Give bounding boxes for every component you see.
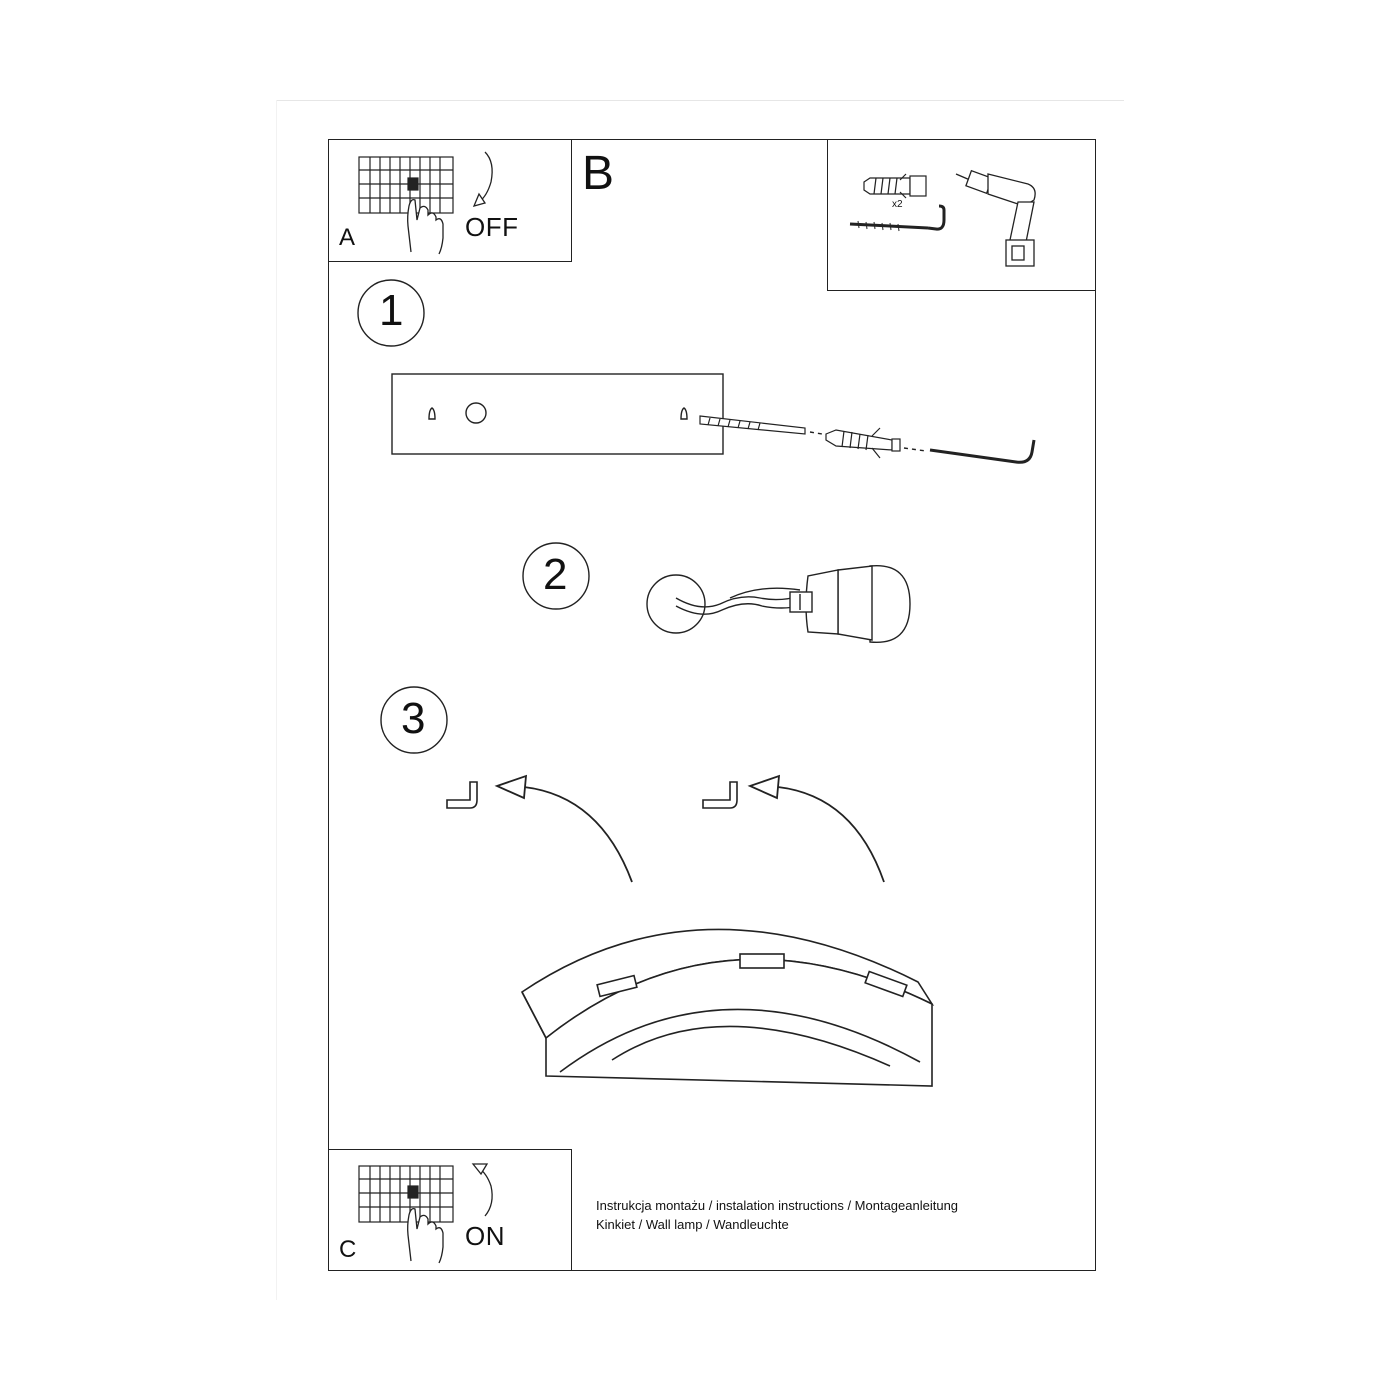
curved-arrow-icon: [747, 774, 885, 883]
panel-a-letter: A: [339, 224, 356, 251]
hook-screw-icon: [849, 204, 946, 232]
panel-a-power-off: A OFF: [328, 139, 572, 262]
wall-plug-icon: [863, 173, 927, 199]
mounting-plate-icon: [391, 373, 724, 455]
panel-c-power-on: C ON: [328, 1149, 572, 1271]
wire-circle-icon: [646, 574, 801, 634]
hook-icon: [446, 781, 478, 809]
tools-illustration: [849, 169, 1036, 267]
panel-b-letter: B: [582, 147, 615, 200]
panel-c-letter: C: [339, 1236, 357, 1263]
breaker-off-illustration: [358, 151, 493, 255]
step-2-marker: [522, 542, 590, 610]
circuit-breaker-icon: [358, 1165, 454, 1223]
lamp-socket-icon: [789, 564, 911, 644]
step-2-number: 2: [543, 550, 568, 599]
power-on-label: ON: [465, 1221, 505, 1251]
curved-arrow-icon: [494, 774, 633, 883]
tools-panel: x2: [827, 139, 1096, 291]
wall-lamp-shade-icon: [520, 928, 935, 1087]
step-1-number: 1: [379, 286, 404, 335]
sheet-left-edge: [276, 100, 277, 1300]
power-off-label: OFF: [465, 212, 519, 242]
circuit-breaker-icon: [358, 156, 454, 214]
sheet-top-edge: [276, 100, 1124, 101]
power-drill-icon: [955, 169, 1036, 267]
hand-icon: [407, 198, 444, 255]
hook-screw-icon: [929, 439, 1036, 464]
hook-icon: [702, 781, 738, 809]
instruction-frame: [328, 139, 1096, 1271]
curved-arrow-up-icon: [471, 1163, 493, 1217]
step-3-marker: [380, 686, 448, 754]
wall-plug-icon: [825, 427, 901, 459]
step-3-number: 3: [401, 694, 426, 743]
screw-icon: [699, 415, 806, 435]
breaker-on-illustration: [358, 1163, 493, 1264]
footer-product-name: Kinkiet / Wall lamp / Wandleuchte: [596, 1217, 789, 1232]
step-1-marker: [357, 279, 425, 347]
plug-quantity-label: x2: [892, 199, 903, 210]
curved-arrow-down-icon: [472, 151, 493, 207]
footer-instructions-title: Instrukcja montażu / instalation instruc…: [596, 1198, 959, 1213]
hand-icon: [407, 1207, 444, 1264]
